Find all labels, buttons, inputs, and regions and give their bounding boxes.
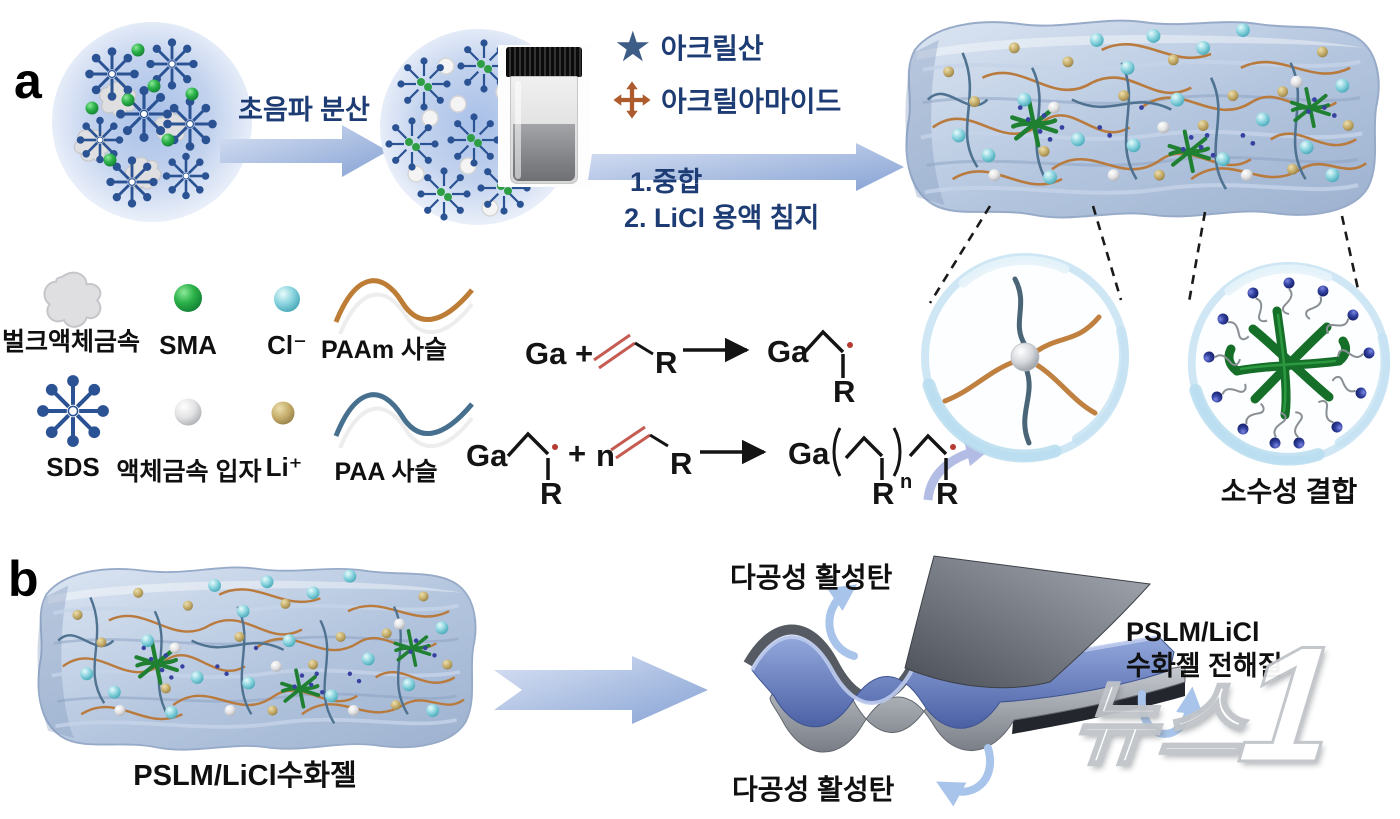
vial-cap <box>506 47 582 77</box>
hydrophobic-bonding-label: 소수성 결합 <box>1220 476 1358 507</box>
hydrogel-block-3d <box>893 8 1390 232</box>
pslm-hydrogel-block <box>26 556 486 763</box>
bottom-electrode-label: 다공성 활성탄 <box>732 774 895 805</box>
svg-text:R: R <box>540 476 562 511</box>
svg-text:+: + <box>568 436 586 471</box>
acrylamide-label: 아크릴아마이드 <box>661 86 842 117</box>
svg-text:+: + <box>575 336 593 371</box>
orange-chain-icon <box>333 278 474 334</box>
legend-sds-label: SDS <box>46 452 100 482</box>
monomer-acrylic-acid-row: ★ 아크릴산 <box>614 26 764 68</box>
micelle-zoom-bubble <box>912 246 1138 468</box>
open-bracket <box>832 427 842 477</box>
cyan-sphere-icon <box>274 286 300 312</box>
sma-particles <box>85 43 199 167</box>
assembly-arrow <box>494 656 708 724</box>
svg-text:Ga: Ga <box>466 438 508 473</box>
reactant-ga: Ga <box>525 336 567 371</box>
legend-sma-label: SMA <box>159 330 217 360</box>
process-step-2: 2. LiCl 용액 침지 <box>624 203 820 233</box>
vial-photo <box>498 45 590 187</box>
legend-li-label: Li⁺ <box>265 452 303 482</box>
svg-text:R: R <box>872 476 894 511</box>
legend-paa-label: PAA 사슬 <box>334 458 438 486</box>
svg-text:R: R <box>833 374 855 404</box>
supercapacitor-stack <box>743 555 1204 807</box>
electrolyte-label-line2: 수화젤 전해질 <box>1126 650 1283 681</box>
liquid-metal-blob-icon <box>43 271 102 328</box>
acrylic-acid-label: 아크릴산 <box>660 33 764 64</box>
four-arrow-icon <box>613 81 651 119</box>
tan-sphere-icon <box>271 401 295 425</box>
curl-arrows <box>825 584 1204 807</box>
subscript-n: n <box>900 471 912 493</box>
sds-asterisk-icon <box>36 374 110 448</box>
grafted-chains <box>942 276 1102 446</box>
panel-b-label: b <box>8 551 39 607</box>
svg-text:Ga: Ga <box>767 334 809 369</box>
blue-chain-icon <box>333 392 474 448</box>
liquid-metal-core <box>1010 342 1040 372</box>
svg-text:n: n <box>596 438 615 473</box>
svg-text:Ga: Ga <box>788 436 830 471</box>
reaction-propagation: Ga R + n R Ga R R n <box>466 425 958 511</box>
legend-paam-label: PAAm 사슬 <box>320 336 448 364</box>
vial-liquid-metal <box>513 123 575 181</box>
mixture-before-circle <box>52 22 252 222</box>
sonication-label: 초음파 분산 <box>238 95 370 125</box>
process-step-1: 1.중합 <box>630 167 703 197</box>
green-sphere-icon <box>174 284 202 312</box>
monomer-acrylamide-row: 아크릴아마이드 <box>612 80 841 120</box>
top-electrode-sheet <box>904 555 1152 689</box>
hydrophobic-zoom-bubble <box>1182 256 1396 470</box>
sonication-arrow <box>220 125 388 177</box>
legend-cl-label: Cl⁻ <box>267 330 307 360</box>
radical-dot <box>847 342 853 348</box>
pslm-hydrogel-label: PSLM/LiCl수화젤 <box>133 760 357 792</box>
polymerization-arrow <box>588 143 904 191</box>
legend-bulk-liquid-metal-label: 벌크액체금속 <box>2 328 141 356</box>
svg-text:R: R <box>655 345 677 380</box>
svg-text:R: R <box>936 476 958 511</box>
electrolyte-label: PSLM/LiCl 수화젤 전해질 <box>1126 616 1283 684</box>
top-electrode-label: 다공성 활성탄 <box>730 562 893 593</box>
vial-glass <box>510 76 578 184</box>
svg-text:R: R <box>670 446 692 481</box>
close-bracket <box>892 427 902 477</box>
vial-highlight <box>515 81 521 179</box>
reaction-initiation: Ga + R Ga R <box>525 329 855 404</box>
star-icon: ★ <box>614 23 652 70</box>
electrolyte-label-line1: PSLM/LiCl <box>1126 617 1260 647</box>
white-sphere-icon <box>174 398 202 426</box>
legend-lm-particle-label: 액체금속 입자 <box>116 458 262 486</box>
panel-a-label: a <box>14 53 42 109</box>
